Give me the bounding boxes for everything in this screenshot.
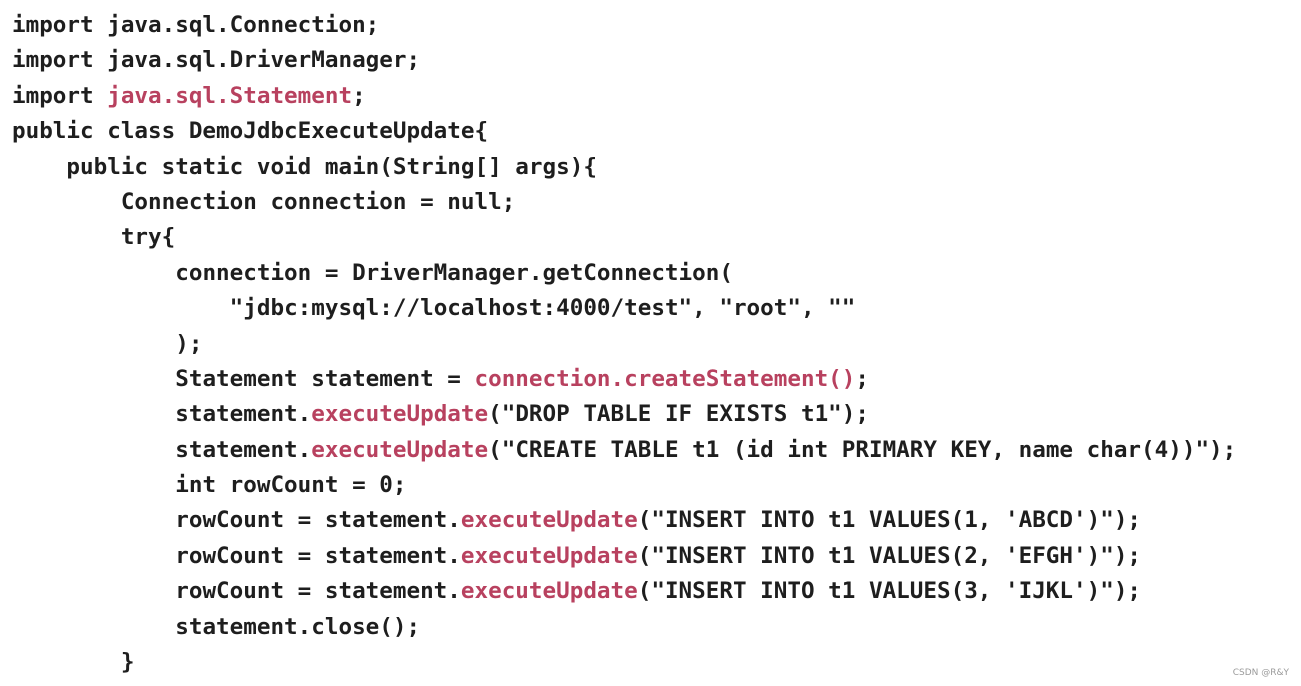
code-indent [12, 154, 66, 180]
code-line: "jdbc:mysql://localhost:4000/test", "roo… [12, 291, 1236, 326]
code-token-highlight: executeUpdate [311, 401, 489, 428]
code-token: public class DemoJdbcExecuteUpdate{ [12, 118, 489, 145]
code-line: rowCount = statement.executeUpdate("INSE… [12, 574, 1236, 609]
code-token: ); [175, 330, 203, 357]
code-line: statement.executeUpdate("CREATE TABLE t1… [12, 433, 1236, 468]
code-line: } [12, 645, 1236, 680]
code-indent [12, 331, 175, 357]
code-token: ("INSERT INTO t1 VALUES(2, 'EFGH')"); [637, 542, 1142, 569]
code-token: Connection connection = null; [120, 188, 516, 215]
code-indent [12, 472, 175, 498]
code-line: import java.sql.DriverManager; [12, 43, 1236, 78]
code-line: statement.close(); [12, 610, 1236, 645]
code-token-highlight: executeUpdate [460, 542, 638, 569]
code-token: } [120, 649, 135, 676]
code-line: public class DemoJdbcExecuteUpdate{ [12, 114, 1236, 149]
code-token-highlight: executeUpdate [460, 578, 638, 605]
code-token: import java.sql.DriverManager; [12, 47, 421, 74]
code-line: Statement statement = connection.createS… [12, 362, 1236, 397]
code-token: connection = DriverManager.getConnection… [175, 259, 733, 286]
code-token-highlight: connection.createStatement() [474, 365, 856, 392]
code-token: import java.sql.Connection; [12, 12, 380, 38]
code-indent [12, 401, 175, 427]
code-token-highlight: executeUpdate [311, 436, 489, 463]
code-block: import java.sql.Connection; import java.s… [12, 8, 1236, 680]
code-indent [12, 507, 175, 533]
code-line: rowCount = statement.executeUpdate("INSE… [12, 503, 1236, 538]
code-token: ; [352, 82, 366, 109]
code-indent [12, 189, 121, 215]
code-token: ("INSERT INTO t1 VALUES(1, 'ABCD')"); [637, 507, 1142, 534]
code-indent [12, 437, 175, 463]
code-token: Statement statement = [175, 365, 475, 392]
code-token: ("DROP TABLE IF EXISTS t1"); [488, 401, 869, 428]
code-token: statement. [175, 401, 312, 428]
code-indent [12, 366, 175, 392]
code-indent [12, 260, 175, 286]
code-line: rowCount = statement.executeUpdate("INSE… [12, 539, 1236, 574]
code-indent [12, 649, 121, 675]
code-token: ("INSERT INTO t1 VALUES(3, 'IJKL')"); [637, 578, 1142, 605]
code-line: connection = DriverManager.getConnection… [12, 256, 1236, 291]
code-token: int rowCount = 0; [175, 472, 407, 499]
code-token: rowCount = statement. [175, 542, 461, 569]
code-token: ("CREATE TABLE t1 (id int PRIMARY KEY, n… [488, 436, 1237, 463]
code-token: statement. [175, 436, 312, 463]
code-line: int rowCount = 0; [12, 468, 1236, 503]
code-line: public static void main(String[] args){ [12, 150, 1236, 185]
code-token: statement.close(); [175, 613, 421, 640]
code-token-highlight: executeUpdate [460, 507, 638, 534]
code-line: try{ [12, 220, 1236, 255]
code-token: ; [855, 365, 869, 392]
code-token-highlight: java.sql.Statement [107, 82, 353, 109]
code-indent [12, 224, 121, 250]
code-token: "jdbc:mysql://localhost:4000/test", "roo… [229, 295, 856, 322]
code-line: import java.sql.Connection; [12, 8, 1236, 43]
code-line: statement.executeUpdate("DROP TABLE IF E… [12, 397, 1236, 432]
code-token: public static void main(String[] args){ [66, 153, 597, 180]
code-indent [12, 543, 175, 569]
code-token: import [12, 82, 108, 109]
code-token: try{ [120, 224, 176, 251]
code-token: rowCount = statement. [175, 507, 461, 534]
code-line: ); [12, 327, 1236, 362]
code-line: Connection connection = null; [12, 185, 1236, 220]
code-indent [12, 614, 175, 640]
watermark: CSDN @R&Y [1232, 668, 1289, 678]
code-token: rowCount = statement. [175, 578, 461, 605]
code-indent [12, 295, 230, 321]
code-line: import java.sql.Statement; [12, 79, 1236, 114]
code-indent [12, 578, 175, 604]
